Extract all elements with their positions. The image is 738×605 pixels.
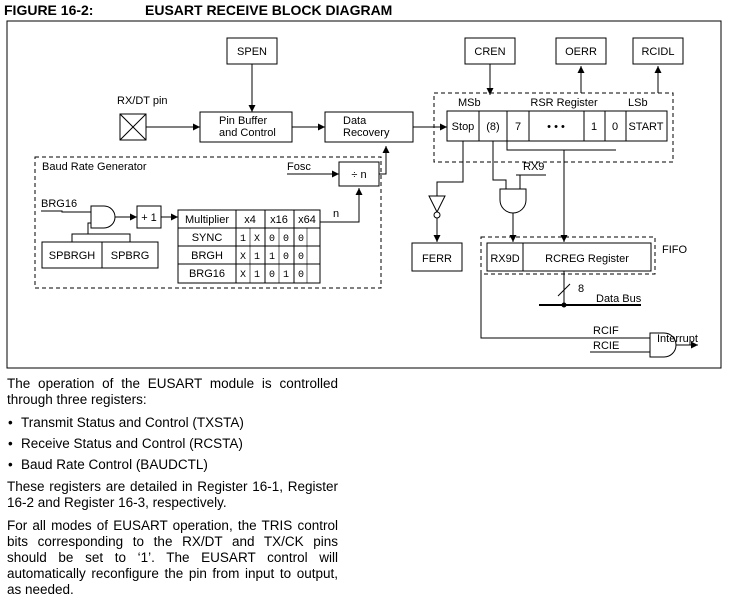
rx9-and-gate-icon [499,188,527,214]
table-cell: 1 [254,270,260,281]
registers-paragraph: These registers are detailed in Register… [7,479,338,510]
data-recovery-label-2: Recovery [343,127,390,139]
brgh-row-label: BRGH [191,250,223,262]
table-cell: X [254,234,260,245]
bullet-icon: • [8,415,13,430]
rx9-label: RX9 [523,161,544,173]
table-cell: X [240,270,246,281]
table-cell: 0 [298,252,304,263]
rcie-label: RCIE [593,340,619,352]
figure-number: FIGURE 16-2: [4,2,94,18]
fifo-region [480,236,656,275]
rsr-ellipsis: • • • [547,121,565,133]
spen-label: SPEN [237,46,267,58]
oerr-box [555,37,607,65]
interrupt-and-gate-icon [649,332,677,358]
data-bus-label: Data Bus [596,293,642,305]
rsr-region [433,92,674,163]
rsr-bit7: 7 [515,121,521,133]
rcidl-label: RCIDL [641,46,674,58]
data-recovery-label-1: Data [343,115,367,127]
pin-buffer-box [199,111,293,143]
pin-buffer-label-1: Pin Buffer [219,115,267,127]
inverter-icon [428,195,446,214]
brg16-row-label: BRG16 [189,268,225,280]
intro-paragraph: The operation of the EUSART module is co… [7,376,338,407]
list-item: • Receive Status and Control (RCSTA) [7,436,338,452]
rsr-bit8: (8) [486,121,499,133]
figure-title: EUSART RECEIVE BLOCK DIAGRAM [145,2,393,18]
multiplier-header: Multiplier [185,214,229,226]
spbrgh-label: SPBRGH [49,250,96,262]
brg16-label: BRG16 [41,198,77,210]
msb-label: MSb [458,97,481,109]
x64-header: x64 [298,214,316,226]
table-cell: 1 [283,270,289,281]
rcreg-box [522,242,652,272]
cren-label: CREN [474,46,505,58]
rsr-register-label: RSR Register [530,97,598,109]
table-cell: 0 [298,234,304,245]
multiplier-table: Multiplier x4 x16 x64 SYNC BRGH BRG16 1 … [177,209,321,284]
table-cell: 0 [283,234,289,245]
and-gate-icon [90,205,116,229]
divide-n-box [338,161,380,187]
rcif-label: RCIF [593,325,619,337]
eusart-receive-block-diagram: SPEN CREN OERR RCIDL RX/DT pin Pin Buffe… [6,20,722,369]
rsr-stop: Stop [452,121,475,133]
n-label: n [333,208,339,220]
x4-header: x4 [244,214,256,226]
spbrgh-box [41,241,103,269]
interrupt-label: Interrupt [657,333,698,345]
list-item-text: Transmit Status and Control (TXSTA) [21,415,244,430]
bullet-icon: • [8,436,13,451]
diagram-frame [6,20,722,369]
table-cell: 0 [269,270,275,281]
bullet-icon: • [8,457,13,472]
pin-buffer-label-2: and Control [219,127,276,139]
rx9d-box [486,242,524,272]
list-item: • Baud Rate Control (BAUDCTL) [7,457,338,473]
table-cell: 0 [283,252,289,263]
register-list: • Transmit Status and Control (TXSTA) • Re… [7,415,338,473]
rcidl-box [632,37,684,65]
table-cell: 1 [240,234,246,245]
divide-n-label: ÷ n [351,169,366,181]
tris-paragraph: For all modes of EUSART operation, the T… [7,518,338,597]
table-cell: X [240,252,246,263]
bus-width-label: 8 [578,283,584,295]
baud-rate-generator-label: Baud Rate Generator [42,161,147,173]
body-text: The operation of the EUSART module is co… [7,376,338,605]
fifo-label: FIFO [662,244,687,256]
ferr-box [411,242,463,272]
sync-row-label: SYNC [192,232,223,244]
ferr-label: FERR [422,253,452,265]
plus-one-label: + 1 [141,212,157,224]
table-cell: 1 [254,252,260,263]
fosc-label: Fosc [287,161,311,173]
table-cell: 1 [269,252,275,263]
list-item-text: Receive Status and Control (RCSTA) [21,436,243,451]
spen-box [226,37,278,65]
list-item: • Transmit Status and Control (TXSTA) [7,415,338,431]
oerr-label: OERR [565,46,597,58]
rsr-bit0: 0 [612,121,618,133]
rsr-start: START [628,121,663,133]
table-cell: 0 [269,234,275,245]
table-cell: 0 [298,270,304,281]
rx-dt-pin-label: RX/DT pin [117,95,168,107]
rcreg-label: RCREG Register [545,253,629,265]
list-item-text: Baud Rate Control (BAUDCTL) [21,457,208,472]
rsr-register: Stop (8) 7 • • • 1 0 START [446,110,668,142]
x16-header: x16 [270,214,288,226]
spbrg-label: SPBRG [111,250,150,262]
lsb-label: LSb [628,97,648,109]
rsr-bit1: 1 [591,121,597,133]
rx9d-label: RX9D [490,253,519,265]
